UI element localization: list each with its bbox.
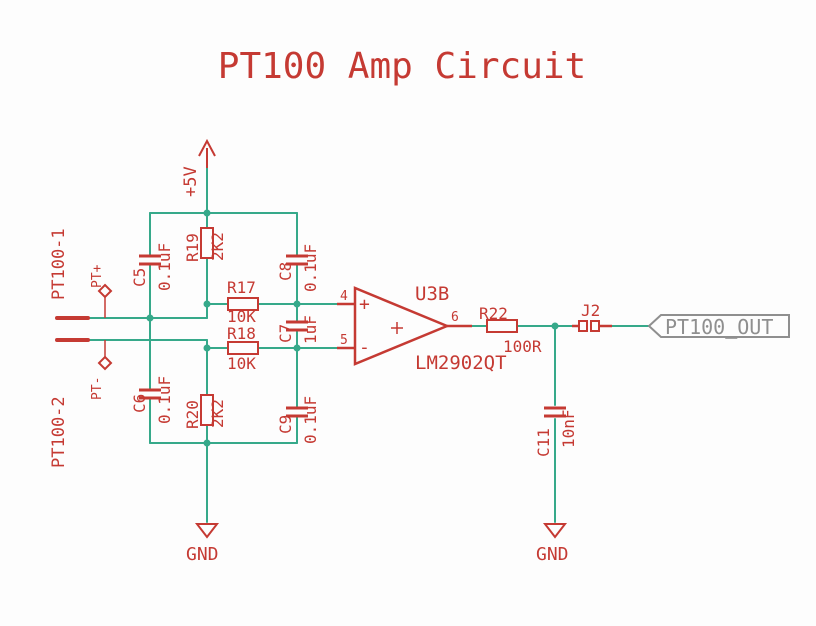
vcc-arrow-icon <box>198 138 216 157</box>
resistor-refdes: R19 <box>183 233 202 262</box>
resistor-refdes: R17 <box>227 278 256 297</box>
capacitor-value: 0.1uF <box>301 396 320 444</box>
junction-dot <box>203 209 211 217</box>
gnd-triangle-icon <box>194 523 220 539</box>
capacitor-value: 0.1uF <box>155 243 174 291</box>
resistor-value: 10K <box>227 307 256 326</box>
jumper-pad <box>578 320 588 332</box>
capacitor-refdes: C5 <box>130 268 149 287</box>
capacitor-value: 0.1uF <box>301 244 320 292</box>
gnd-label: GND <box>186 544 219 565</box>
resistor-value: 10K <box>227 354 256 373</box>
jumper-j2: J2 <box>572 301 612 332</box>
resistor-r22: R22 100R <box>479 304 542 356</box>
resistor-refdes: R20 <box>183 400 202 429</box>
resistor-value: 100R <box>503 337 542 356</box>
opamp-refdes: U3B <box>415 283 449 305</box>
opamp-plus-sign: + <box>359 294 370 315</box>
capacitor-value: 1uF <box>301 315 320 344</box>
junction-dot <box>203 300 211 308</box>
connector-label: PT100-1 <box>49 228 69 300</box>
junction-dot <box>551 322 559 330</box>
schematic-title: PT100 Amp Circuit <box>218 46 586 87</box>
gnd-triangle-icon <box>542 523 568 539</box>
resistor-r18: R18 10K <box>227 324 259 373</box>
capacitor-refdes: C6 <box>130 394 149 413</box>
jumper-pad <box>590 320 600 332</box>
capacitor-value: 10nF <box>559 409 578 448</box>
gnd-symbol-left: GND <box>186 523 220 565</box>
net-flag-outline <box>647 314 790 338</box>
resistor-refdes: R18 <box>227 324 256 343</box>
capacitor-refdes: C8 <box>276 262 295 281</box>
connector-label: PT100-2 <box>49 396 69 468</box>
junction-dot <box>293 344 301 352</box>
gnd-symbol-right: GND <box>536 523 569 565</box>
resistor-body <box>486 319 518 333</box>
capacitor-c7: C7 1uF <box>276 315 320 344</box>
resistor-body <box>227 297 259 311</box>
junction-dot <box>146 314 154 322</box>
capacitor-c9: C9 0.1uF <box>276 396 320 444</box>
junction-dot <box>293 300 301 308</box>
gnd-label: GND <box>536 544 569 565</box>
connector-pt100-2: PT100-2 <box>49 338 90 468</box>
testpoint-pt-minus: PT- <box>90 340 113 400</box>
opamp-value: LM2902QT <box>415 352 507 374</box>
opamp-u3b: + - 4 5 6 U3B LM2902QT <box>337 283 507 374</box>
junction-dot <box>203 344 211 352</box>
opamp-triangle <box>353 286 451 366</box>
net-flag-pt100-out: PT100_OUT <box>647 314 790 339</box>
resistor-body <box>227 341 259 355</box>
junction-dot <box>203 439 211 447</box>
net-junctions <box>146 209 559 447</box>
capacitor-refdes: C9 <box>276 415 295 434</box>
resistor-r19: R19 2K2 <box>183 227 227 262</box>
capacitor-c8: C8 0.1uF <box>276 244 320 292</box>
connector-pt100-1: PT100-1 <box>49 228 90 320</box>
resistor-body <box>200 394 214 426</box>
resistor-value: 2K2 <box>208 232 227 261</box>
net-flag-label: PT100_OUT <box>665 315 773 339</box>
pinhead-diamond-icon <box>97 355 113 371</box>
resistor-refdes: R22 <box>479 304 508 323</box>
capacitor-c5: C5 0.1uF <box>130 243 174 291</box>
capacitor-value: 0.1uF <box>155 376 174 424</box>
resistor-body <box>200 227 214 259</box>
opamp-pin-number-6: 6 <box>451 310 459 325</box>
opamp-pin-number-5: 5 <box>340 333 348 348</box>
resistor-r20: R20 2K2 <box>183 394 227 429</box>
testpoint-label: PT+ <box>90 264 105 288</box>
capacitor-refdes: C11 <box>534 428 553 457</box>
testpoint-label: PT- <box>90 377 105 400</box>
capacitor-c11: C11 10nF <box>534 406 578 457</box>
resistor-r17: R17 10K <box>227 278 259 326</box>
capacitor-c6: C6 0.1uF <box>130 376 174 424</box>
vcc-label: +5V <box>181 166 201 197</box>
jumper-refdes: J2 <box>581 301 600 320</box>
opamp-minus-sign: - <box>359 337 370 358</box>
capacitor-refdes: C7 <box>276 324 295 343</box>
testpoint-pt-plus: PT+ <box>90 264 113 318</box>
resistor-value: 2K2 <box>208 399 227 428</box>
opamp-pin-number-4: 4 <box>340 289 348 304</box>
power-flag-5v: +5V <box>181 138 216 197</box>
